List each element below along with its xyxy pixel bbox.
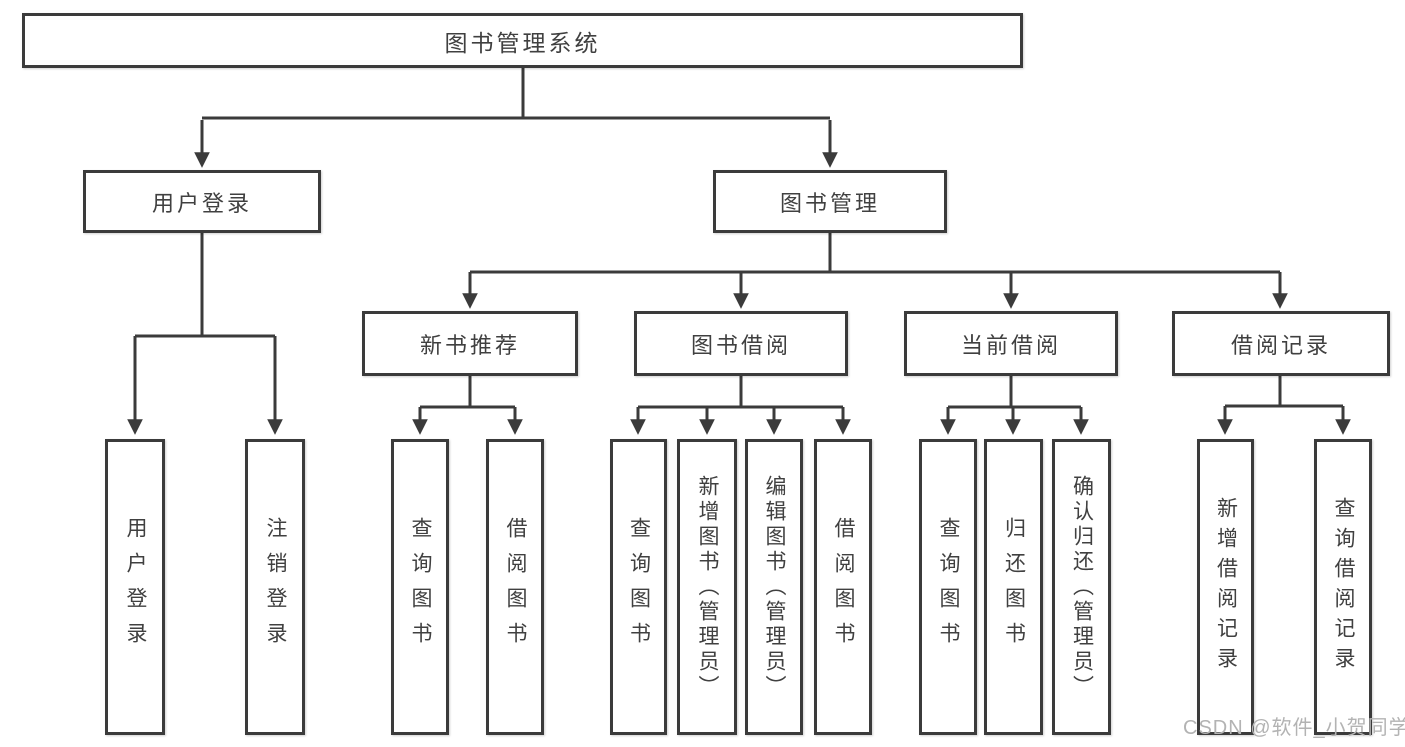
leaf-confirm-return-admin: 确认归还（管理员）: [1052, 439, 1111, 735]
node-library-management-system: 图书管理系统: [22, 13, 1023, 68]
node-book-borrow: 图书借阅: [634, 311, 848, 376]
node-book-management: 图书管理: [713, 170, 947, 233]
leaf-query-borrow-record: 查询借阅记录: [1314, 439, 1372, 735]
leaf-edit-book-admin: 编辑图书（管理员）: [745, 439, 803, 735]
csdn-watermark: CSDN @软件_小贺同学: [1183, 717, 1405, 739]
leaf-recommend-borrow-book: 借阅图书: [486, 439, 544, 735]
leaf-add-book-admin: 新增图书（管理员）: [677, 439, 737, 735]
leaf-current-query-book: 查询图书: [919, 439, 977, 735]
node-current-borrow: 当前借阅: [904, 311, 1118, 376]
node-new-book-recommend: 新书推荐: [362, 311, 578, 376]
node-borrow-records: 借阅记录: [1172, 311, 1390, 376]
node-user-login: 用户登录: [83, 170, 321, 233]
leaf-borrow-book: 借阅图书: [814, 439, 872, 735]
leaf-logout: 注销登录: [245, 439, 305, 735]
leaf-user-login: 用户登录: [105, 439, 165, 735]
leaf-return-book: 归还图书: [984, 439, 1043, 735]
leaf-recommend-query-book: 查询图书: [391, 439, 449, 735]
leaf-add-borrow-record: 新增借阅记录: [1197, 439, 1254, 735]
leaf-borrow-query-book: 查询图书: [610, 439, 667, 735]
